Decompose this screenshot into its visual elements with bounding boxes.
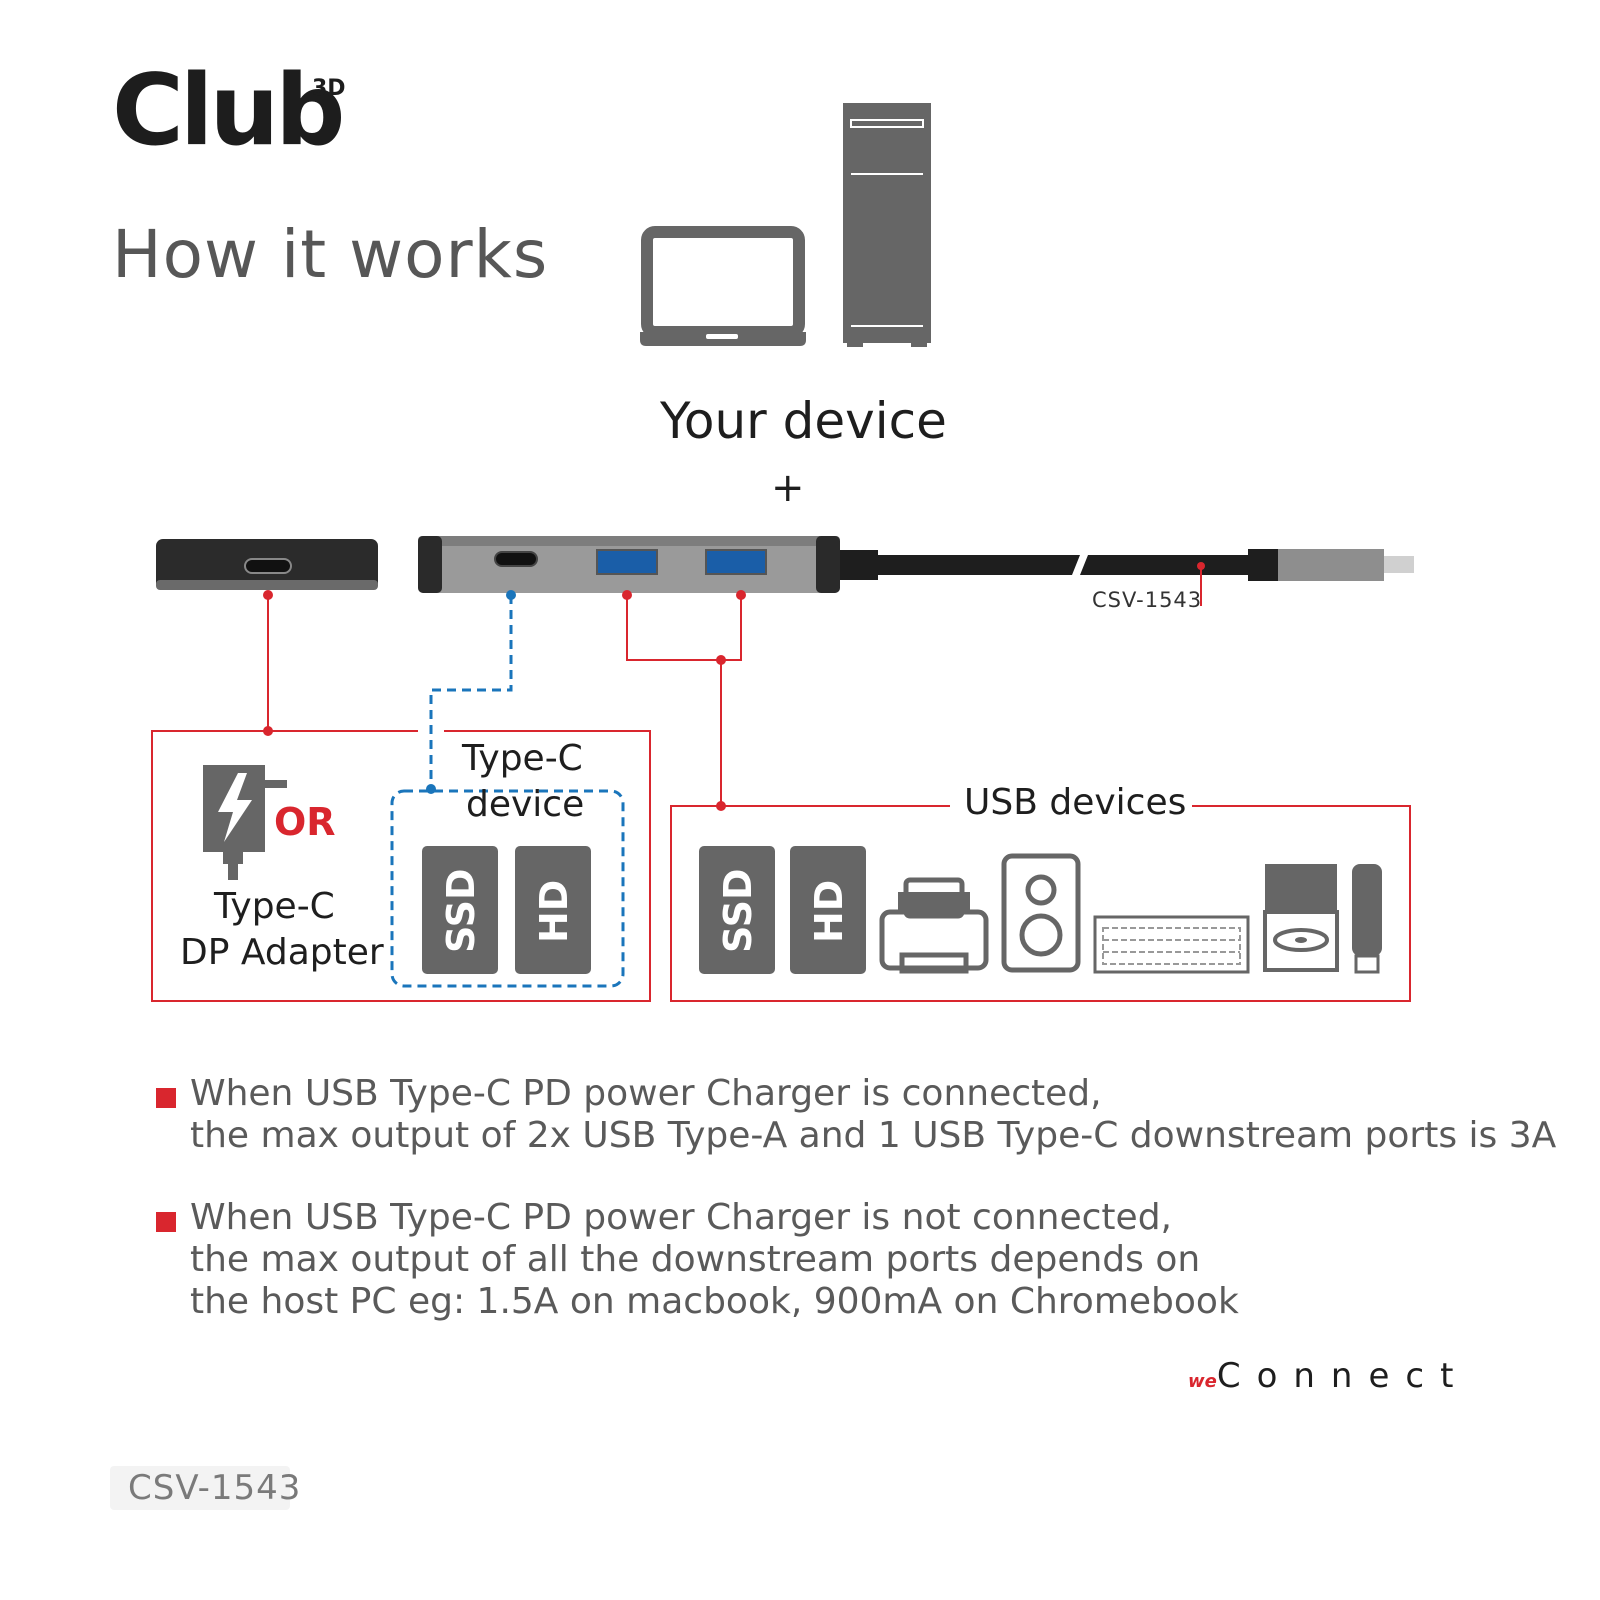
- model-tag: CSV-1543: [128, 1468, 302, 1508]
- host-device-label: Your device: [660, 392, 947, 450]
- or-label: OR: [274, 800, 336, 844]
- hd-block-usb: [790, 846, 866, 974]
- hub-cable: [840, 549, 1414, 581]
- speaker-icon: [1001, 853, 1081, 973]
- printer-paper: [898, 892, 970, 912]
- ssd-label-usb: SSD: [716, 868, 760, 954]
- note-bullet-2: [156, 1212, 176, 1232]
- usb-devices-title: USB devices: [958, 782, 1193, 823]
- weconnect-logo-text: Connect: [1216, 1356, 1470, 1396]
- desktop-tower-icon: [843, 103, 931, 347]
- note-2-line-1: When USB Type-C PD power Charger is not …: [190, 1197, 1172, 1238]
- ssd-block-typec: [422, 846, 498, 974]
- charger-icon: [203, 765, 287, 880]
- pd-charger-puck: [156, 539, 378, 590]
- laptop-icon: [640, 226, 806, 346]
- optical-drive-icon: [1263, 864, 1339, 972]
- keyboard-icon: [1093, 915, 1250, 974]
- hub-usb-c-port: [494, 551, 538, 567]
- club3d-logo-superscript: 3D: [312, 76, 346, 101]
- ssd-label-typec: SSD: [439, 868, 483, 954]
- page-title: How it works: [112, 216, 549, 293]
- note-1: When USB Type-C PD power Charger is conn…: [190, 1073, 1556, 1157]
- note-1-line-1: When USB Type-C PD power Charger is conn…: [190, 1073, 1102, 1114]
- note-2-line-2: the max output of all the downstream por…: [190, 1239, 1201, 1280]
- typec-device-label-line2: device: [466, 784, 585, 825]
- ssd-block-usb: [699, 846, 775, 974]
- dp-adapter-label-line1: Type-C: [214, 886, 335, 927]
- usb-stick-icon: [1352, 864, 1382, 974]
- typec-device-label-line1: Type-C: [462, 738, 583, 779]
- weconnect-logo: weConnect: [1188, 1356, 1469, 1396]
- dp-adapter-label-line2: DP Adapter: [180, 932, 384, 973]
- note-1-line-2: the max output of 2x USB Type-A and 1 US…: [190, 1115, 1557, 1156]
- cable-model-callout: CSV-1543: [1092, 588, 1203, 612]
- weconnect-logo-prefix: we: [1188, 1371, 1217, 1392]
- usb-hub: [418, 536, 840, 593]
- note-2: When USB Type-C PD power Charger is not …: [190, 1197, 1239, 1323]
- hd-label-typec: HD: [532, 879, 576, 943]
- club3d-logo: Club: [112, 54, 345, 168]
- hub-usb-a-port-2: [705, 549, 767, 575]
- hub-usb-a-port-1: [596, 549, 658, 575]
- plus-sign: +: [771, 465, 805, 511]
- hd-block-typec: [515, 846, 591, 974]
- note-2-line-3: the host PC eg: 1.5A on macbook, 900mA o…: [190, 1281, 1239, 1322]
- note-bullet-1: [156, 1088, 176, 1108]
- hd-label-usb: HD: [807, 879, 851, 943]
